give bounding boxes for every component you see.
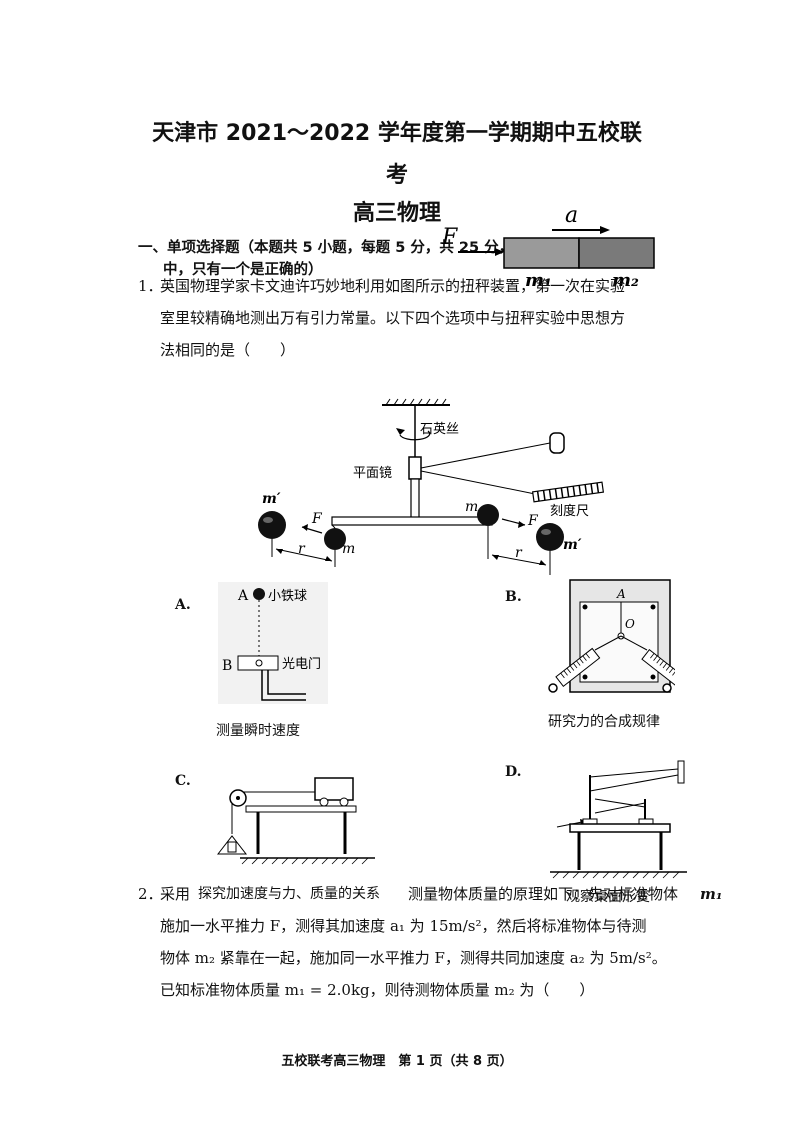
light-source (549, 432, 565, 454)
torsion-balance-figure: 石英丝 平面镜 刻度尺 m′ m′ m m F F r r (258, 398, 605, 575)
option-a-point-b: B (222, 658, 232, 674)
q2-text-line3: 物体 m₂ 紧靠在一起，施加同一水平推力 F，测得共同加速度 a₂ 为 5m/s… (160, 949, 667, 967)
q2-block-m1 (503, 237, 580, 269)
m-label-left: m (342, 541, 355, 557)
quartz-fiber-label: 石英丝 (420, 422, 459, 437)
q1-text-line1: 英国物理学家卡文迪许巧妙地利用如图所示的扭秤装置，第一次在实验 (160, 277, 626, 295)
big-mass-right (536, 523, 564, 551)
q2-force-label: F (441, 225, 458, 250)
option-b-caption: 研究力的合成规律 (548, 714, 660, 730)
subject-title: 高三物理 (352, 201, 441, 226)
mirror (408, 456, 422, 480)
q1-text-line3: 法相同的是（ ） (160, 341, 296, 359)
option-a-gate-label: 光电门 (282, 657, 321, 672)
page-title-continued: 考 (385, 163, 408, 188)
option-b-letter: B. (505, 589, 522, 605)
q2-number: 2． (138, 885, 163, 903)
q2-m1-label: m₁ (525, 270, 552, 290)
r-label-left: r (298, 541, 306, 557)
m-label-right: m (465, 499, 478, 515)
section-heading-continued: 中，只有一个是正确的） (163, 262, 323, 278)
mirror-label: 平面镜 (353, 466, 392, 481)
q2-text-line1-start: 采用 (160, 885, 191, 903)
option-a-point-a: A (237, 588, 249, 604)
page-footer: 五校联考高三物理 第 1 页（共 8 页） (281, 1054, 513, 1069)
force-label-right: F (527, 513, 539, 529)
page-title: 天津市 2021～2022 学年度第一学期期中五校联 (152, 121, 642, 146)
option-b-point-o: O (625, 617, 635, 631)
option-c-caption: 探究加速度与力、质量的关系 (198, 886, 380, 902)
q2-block-figure: a F m₁ m₂ (441, 203, 655, 290)
q2-accel-label: a (565, 203, 578, 228)
q1-text-line2: 室里较精确地测出万有引力常量。以下四个选项中与扭秤实验中思想方 (160, 309, 626, 327)
option-d-caption: 观察桌面形变 (566, 889, 650, 905)
small-mass-left (324, 528, 346, 550)
mprime-label-left: m′ (262, 491, 281, 507)
q2-m2-label: m₂ (612, 270, 639, 290)
small-mass-right (477, 504, 499, 526)
q2-text-line1-end: 测量物体质量的原理如下：先对标准物体 (408, 885, 679, 903)
option-d-letter: D. (505, 764, 522, 780)
option-a-ball-label: 小铁球 (268, 589, 307, 604)
option-c-figure (216, 777, 375, 865)
torsion-rod (331, 516, 493, 526)
q2-text-line2: 施加一水平推力 F，测得其加速度 a₁ 为 15m/s²，然后将标准物体与待测 (160, 917, 647, 935)
big-mass-left (258, 511, 286, 539)
force-label-left: F (311, 511, 323, 527)
option-b-figure: A O (548, 579, 675, 693)
option-b-point-a: A (616, 587, 626, 601)
q1-number: 1． (138, 277, 163, 295)
option-c-letter: C. (175, 773, 191, 789)
r-label-right: r (515, 545, 523, 561)
option-a-figure: A 小铁球 B 光电门 (218, 582, 328, 704)
q2-text-line1-m1: m₁ (700, 885, 723, 903)
scale-label: 刻度尺 (550, 503, 589, 519)
option-d-figure (550, 760, 687, 879)
q2-text-line4: 已知标准物体质量 m₁ = 2.0kg，则待测物体质量 m₂ 为（ ） (160, 981, 595, 999)
q2-block-m2 (578, 237, 655, 269)
option-a-letter: A. (175, 597, 191, 613)
option-a-caption: 测量瞬时速度 (216, 723, 300, 739)
mprime-label-right: m′ (563, 537, 582, 553)
